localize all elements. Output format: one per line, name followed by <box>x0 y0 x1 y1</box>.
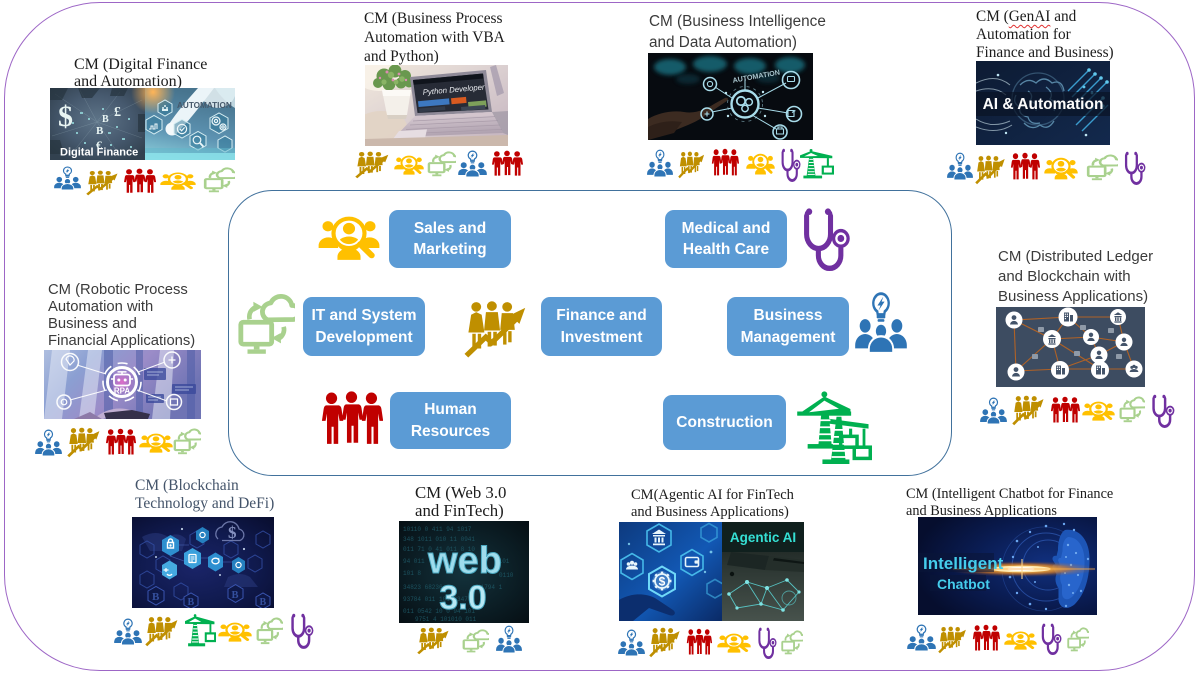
svg-text:$: $ <box>58 100 73 133</box>
svg-text:1101: 1101 <box>495 558 510 565</box>
svg-text:€: € <box>96 138 102 152</box>
svg-text:0110: 0110 <box>499 572 514 579</box>
svg-text:3.0: 3.0 <box>439 579 486 617</box>
svg-text:011 0542 10 0 94 101: 011 0542 10 0 94 101 <box>403 608 475 615</box>
svg-text:Agentic AI: Agentic AI <box>730 530 796 545</box>
svg-text:B: B <box>260 597 267 608</box>
svg-text:AUTOMATION: AUTOMATION <box>177 101 232 110</box>
svg-text:web: web <box>427 540 502 582</box>
svg-text:93784 011 101 8347: 93784 011 101 8347 <box>403 596 468 603</box>
svg-text:101 8: 101 8 <box>403 570 421 577</box>
svg-text:B: B <box>232 590 239 601</box>
svg-text:Chatbot: Chatbot <box>937 576 990 592</box>
svg-text:94 011: 94 011 <box>403 558 425 565</box>
svg-text:Intelligent: Intelligent <box>923 554 1004 573</box>
svg-text:B: B <box>152 591 160 603</box>
svg-text:41794 1: 41794 1 <box>477 584 503 591</box>
svg-text:B: B <box>102 114 109 125</box>
svg-text:$: $ <box>659 575 666 589</box>
svg-text:011 71 0 41 011 8 10: 011 71 0 41 011 8 10 <box>403 546 475 553</box>
svg-text:B: B <box>188 597 195 608</box>
svg-text:34823 68236: 34823 68236 <box>403 584 443 591</box>
svg-text:$: $ <box>228 523 237 542</box>
svg-text:B: B <box>96 125 104 137</box>
svg-text:Digital Finance: Digital Finance <box>60 147 138 159</box>
svg-text:RPA: RPA <box>114 387 131 396</box>
svg-text:£: £ <box>114 105 121 120</box>
svg-text:348 1011 010 11 0941: 348 1011 010 11 0941 <box>403 536 475 543</box>
svg-text:AI & Automation: AI & Automation <box>983 96 1104 113</box>
svg-text:9751 4 101010 011: 9751 4 101010 011 <box>415 616 477 623</box>
svg-text:10110 0 411 94 1017: 10110 0 411 94 1017 <box>403 526 472 533</box>
